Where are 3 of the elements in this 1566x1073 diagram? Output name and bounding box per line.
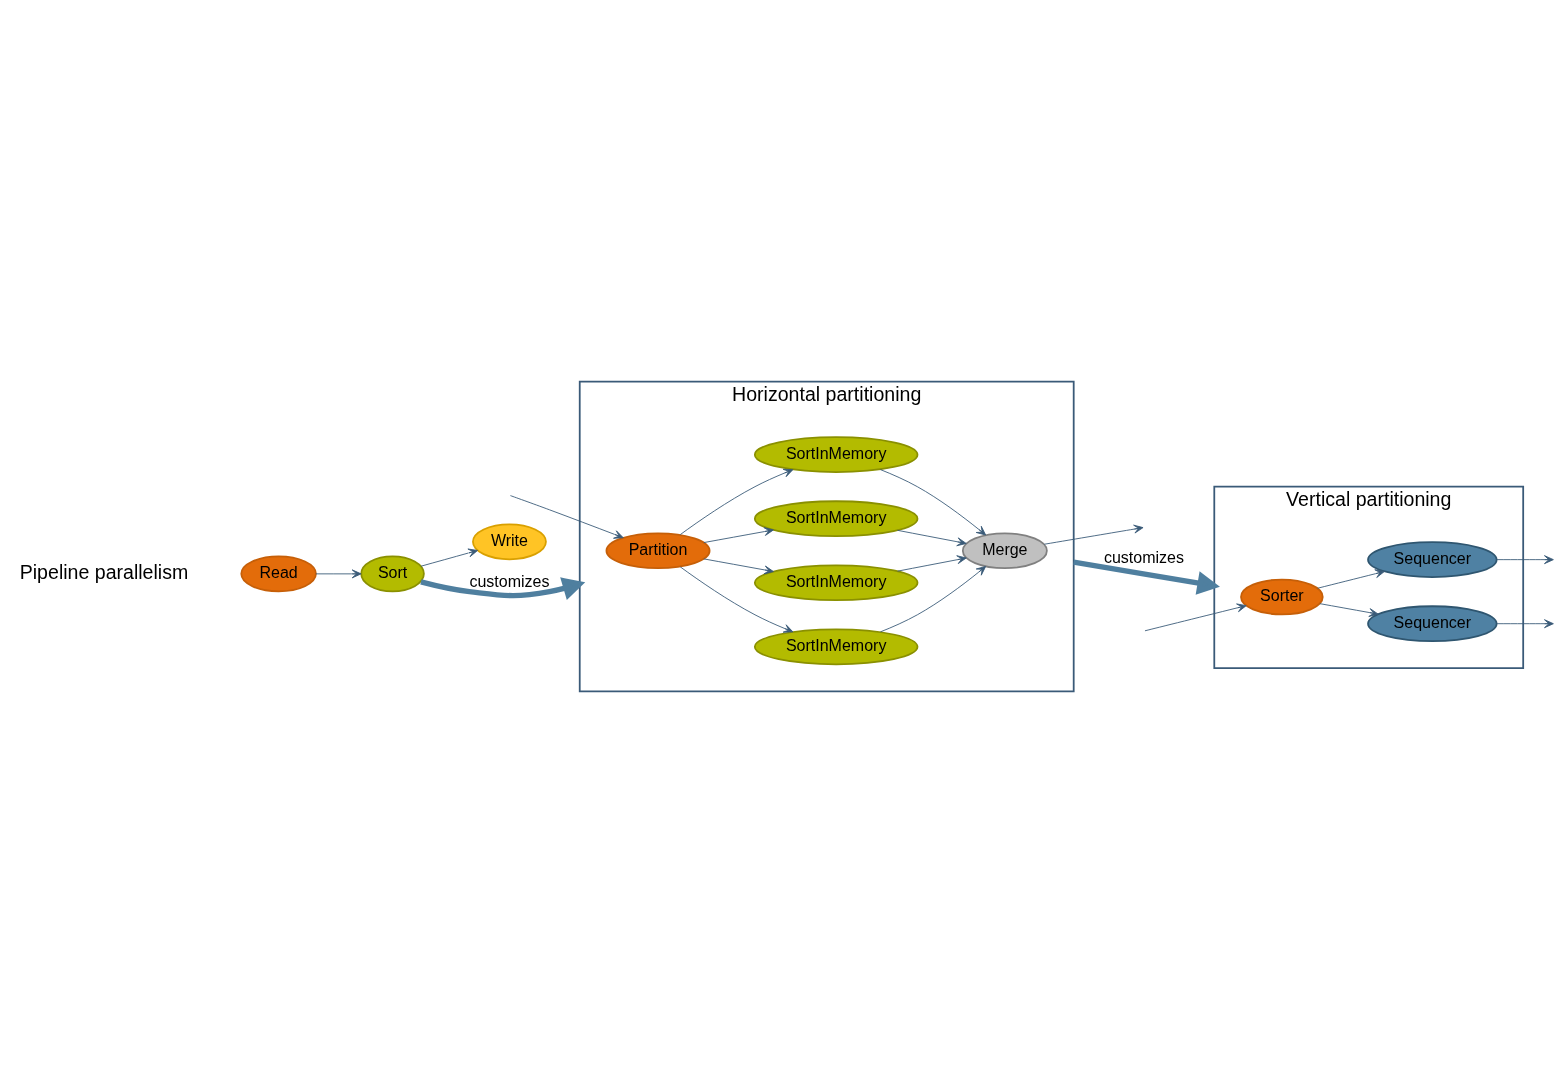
edge-label: customizes [1103, 548, 1185, 566]
label: Pipeline parallelism [19, 560, 189, 583]
edge-label: customizes [469, 572, 550, 590]
